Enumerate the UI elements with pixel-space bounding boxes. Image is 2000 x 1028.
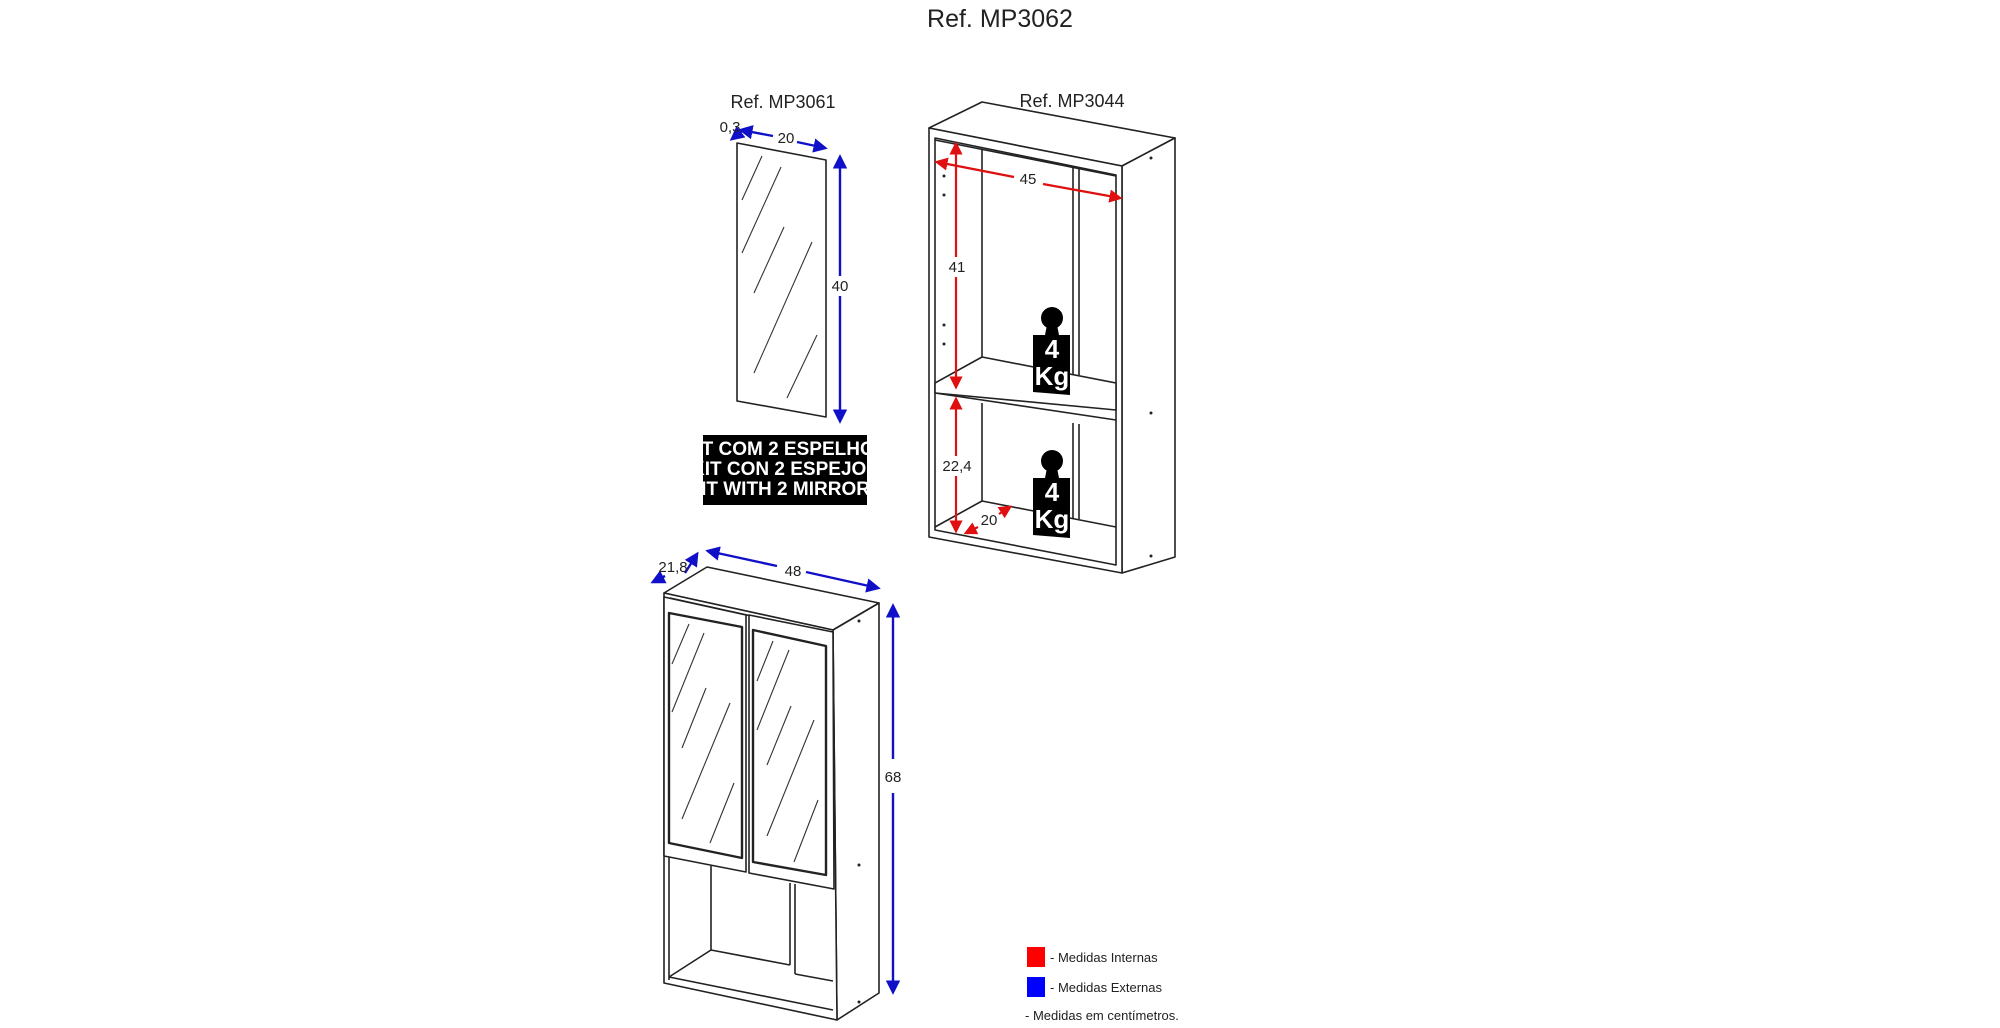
- cabinet-height-label: 68: [885, 769, 902, 786]
- niche-drawing: Ref. MP3044 45 41 22,4 20 4 Kg: [928, 91, 1176, 574]
- kit-line-en: KIT WITH 2 MIRRORS: [687, 479, 882, 500]
- niche-lower-height-label: 22,4: [942, 458, 971, 475]
- legend: - Medidas Internas - Medidas Externas - …: [1025, 947, 1179, 1023]
- niche-side: [1121, 137, 1176, 574]
- weight-unit: Kg: [1035, 361, 1070, 391]
- mirror-ref-label: Ref. MP3061: [730, 92, 835, 112]
- niche-width-arrow-right: [1042, 182, 1123, 203]
- cabinet-depth-label: 21,8: [658, 559, 687, 576]
- mirror-width-arrow-left: [738, 125, 774, 140]
- mirror-thickness-label: 0,3: [720, 119, 741, 136]
- page-title: Ref. MP3062: [927, 5, 1073, 33]
- cabinet-door-right: [748, 614, 835, 890]
- kit-line-pt: KIT COM 2 ESPELHOS: [683, 439, 888, 460]
- weight-number: 4: [1045, 334, 1060, 364]
- niche-front: [928, 127, 1123, 574]
- door-glare-lines: [671, 623, 819, 863]
- niche-depth-label: 20: [981, 512, 998, 529]
- niche-width-arrow-left: [934, 157, 1015, 179]
- legend-internal-swatch: [1027, 947, 1045, 967]
- mirror-outline: [736, 142, 827, 418]
- legend-unit-note: - Medidas em centímetros.: [1025, 1008, 1179, 1023]
- niche-holes: [942, 156, 1153, 558]
- mirror-width-arrow-right: [796, 138, 828, 153]
- cabinet-depth-arrow-right: [683, 551, 699, 574]
- kit-badge: [703, 435, 867, 505]
- cabinet-holes: [857, 619, 861, 1004]
- niche-depth-arrow-left: [963, 522, 979, 535]
- cabinet-drawing: 21,8 48 68: [650, 546, 902, 1021]
- mirror-width-label: 20: [778, 130, 795, 147]
- weight-icon-lower: 4 Kg: [1033, 450, 1070, 538]
- niche-shelf: [934, 356, 1117, 411]
- door-left-glass: [667, 611, 744, 860]
- weight-number: 4: [1045, 477, 1060, 507]
- cabinet-width-label: 48: [785, 563, 802, 580]
- mirror-drawing: Ref. MP3061 0,3 20 40 KIT COM 2 ESPELHOS…: [683, 92, 888, 505]
- weight-unit: Kg: [1035, 504, 1070, 534]
- door-right-glass: [751, 628, 828, 877]
- kit-line-es: KIT CON 2 ESPEJOS: [691, 459, 879, 480]
- legend-external-swatch: [1027, 977, 1045, 997]
- niche-ref-label: Ref. MP3044: [1019, 91, 1124, 111]
- cabinet-width-arrow-left: [705, 546, 778, 568]
- niche-width-label: 45: [1020, 171, 1037, 188]
- cabinet-width-arrow-right: [805, 570, 881, 593]
- cabinet-depth-arrow-left: [650, 570, 667, 584]
- niche-depth-arrow-right: [997, 505, 1013, 519]
- cabinet-door-left: [663, 596, 747, 873]
- cabinet-side: [832, 602, 880, 1021]
- mirror-height-label: 40: [832, 278, 849, 295]
- niche-upper-height-label: 41: [949, 259, 966, 276]
- weight-icon-upper: 4 Kg: [1033, 307, 1070, 395]
- legend-internal-label: - Medidas Internas: [1050, 950, 1158, 965]
- mirror-glare-lines: [741, 155, 818, 399]
- legend-external-label: - Medidas Externas: [1050, 980, 1162, 995]
